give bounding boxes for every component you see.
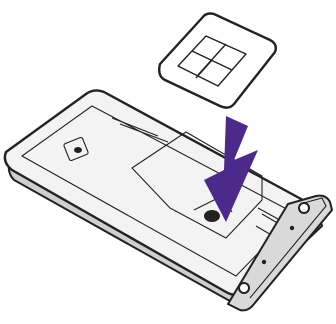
bracket-screw-top xyxy=(299,203,309,213)
tray-pin-hole xyxy=(204,210,220,222)
sim-tray xyxy=(5,90,332,310)
tray-notch-hole xyxy=(74,147,82,153)
sim-card xyxy=(159,14,276,108)
sim-card-icon xyxy=(159,14,276,108)
bracket-pin-hole xyxy=(290,226,294,230)
bracket-screw-bottom xyxy=(239,283,249,293)
bracket-pin-hole-2 xyxy=(262,260,266,264)
